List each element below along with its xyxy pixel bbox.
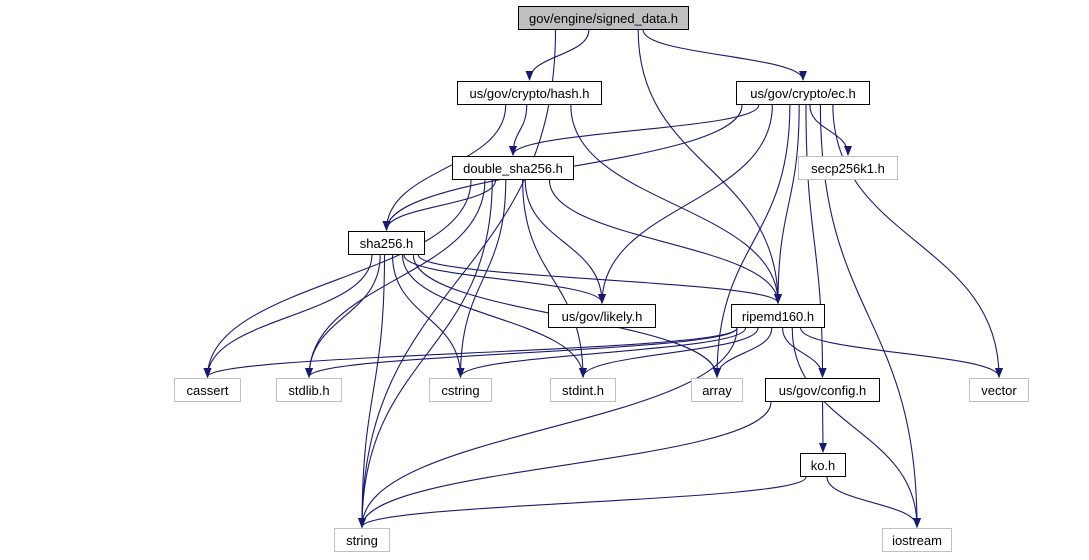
edge-ripemd160-to-cassert <box>203 327 738 378</box>
node-stdlib: stdlib.h <box>276 378 342 402</box>
edge-config-to-string <box>358 401 772 528</box>
node-config[interactable]: us/gov/config.h <box>765 378 880 402</box>
edge-double_sha256-to-sha256 <box>382 179 497 231</box>
edge-ripemd160-to-vector <box>800 327 1003 378</box>
edge-ec-to-array <box>713 104 791 378</box>
edge-sha256-to-string <box>358 254 386 528</box>
edge-ripemd160-to-stdlib <box>305 327 738 378</box>
edge-ec-to-config <box>805 104 827 378</box>
edge-sha256-to-likely <box>403 254 606 304</box>
node-signed-data[interactable]: gov/engine/signed_data.h <box>518 6 689 30</box>
edge-double_sha256-to-ripemd160 <box>548 179 782 304</box>
edge-ec-to-likely <box>598 104 773 304</box>
edge-ripemd160-to-iostream <box>791 327 921 528</box>
edge-ripemd160-to-config <box>782 327 827 378</box>
node-sha256[interactable]: sha256.h <box>348 231 425 255</box>
edge-ripemd160-to-stdint <box>579 327 759 378</box>
edge-ko-to-string <box>358 476 807 528</box>
edge-double_sha256-to-cstring <box>456 179 507 378</box>
edge-signed_data-to-hash <box>525 29 590 81</box>
edge-double_sha256-to-stdint <box>522 179 587 378</box>
edge-sha256-to-cassert <box>203 254 373 378</box>
node-likely[interactable]: us/gov/likely.h <box>548 304 656 328</box>
node-cstring: cstring <box>429 378 492 402</box>
edges-layer <box>203 29 1003 528</box>
edge-sha256-to-ripemd160 <box>417 254 782 304</box>
edge-ec-to-iostream <box>819 104 921 528</box>
edge-signed_data-to-ripemd160 <box>637 29 782 304</box>
node-string: string <box>334 528 390 552</box>
edge-ec-to-ripemd160 <box>774 104 800 304</box>
node-double-sha256[interactable]: double_sha256.h <box>452 156 574 180</box>
edge-double_sha256-to-cassert <box>203 179 472 378</box>
node-iostream: iostream <box>882 528 952 552</box>
edge-hash-to-ripemd160 <box>570 104 782 304</box>
edge-signed_data-to-string <box>358 29 557 528</box>
edge-hash-to-sha256 <box>382 104 507 231</box>
edge-sha256-to-stdint <box>401 254 587 378</box>
edge-sha256-to-cstring <box>391 254 465 378</box>
node-stdint: stdint.h <box>550 378 616 402</box>
node-secp256k1: secp256k1.h <box>798 156 898 180</box>
edge-ec-to-secp256k1 <box>809 104 852 156</box>
node-ripemd160[interactable]: ripemd160.h <box>731 304 825 328</box>
edge-double_sha256-to-string <box>358 179 493 528</box>
edge-ec-to-vector <box>832 104 1003 378</box>
node-ko[interactable]: ko.h <box>800 453 846 477</box>
edge-ripemd160-to-string <box>358 327 738 528</box>
node-hash[interactable]: us/gov/crypto/hash.h <box>457 81 602 105</box>
node-vector: vector <box>969 378 1029 402</box>
edge-signed_data-to-ec <box>642 29 807 81</box>
edge-ec-to-double_sha256 <box>509 104 760 156</box>
edge-ripemd160-to-array <box>713 327 773 378</box>
edge-ko-to-iostream <box>826 476 921 528</box>
edge-sha256-to-stdlib <box>305 254 381 378</box>
node-ec[interactable]: us/gov/crypto/ec.h <box>736 81 870 105</box>
edge-double_sha256-to-likely <box>524 179 606 304</box>
edge-ripemd160-to-cstring <box>456 327 747 378</box>
node-cassert: cassert <box>174 378 241 402</box>
node-array: array <box>691 378 743 402</box>
edge-hash-to-double_sha256 <box>509 104 528 156</box>
